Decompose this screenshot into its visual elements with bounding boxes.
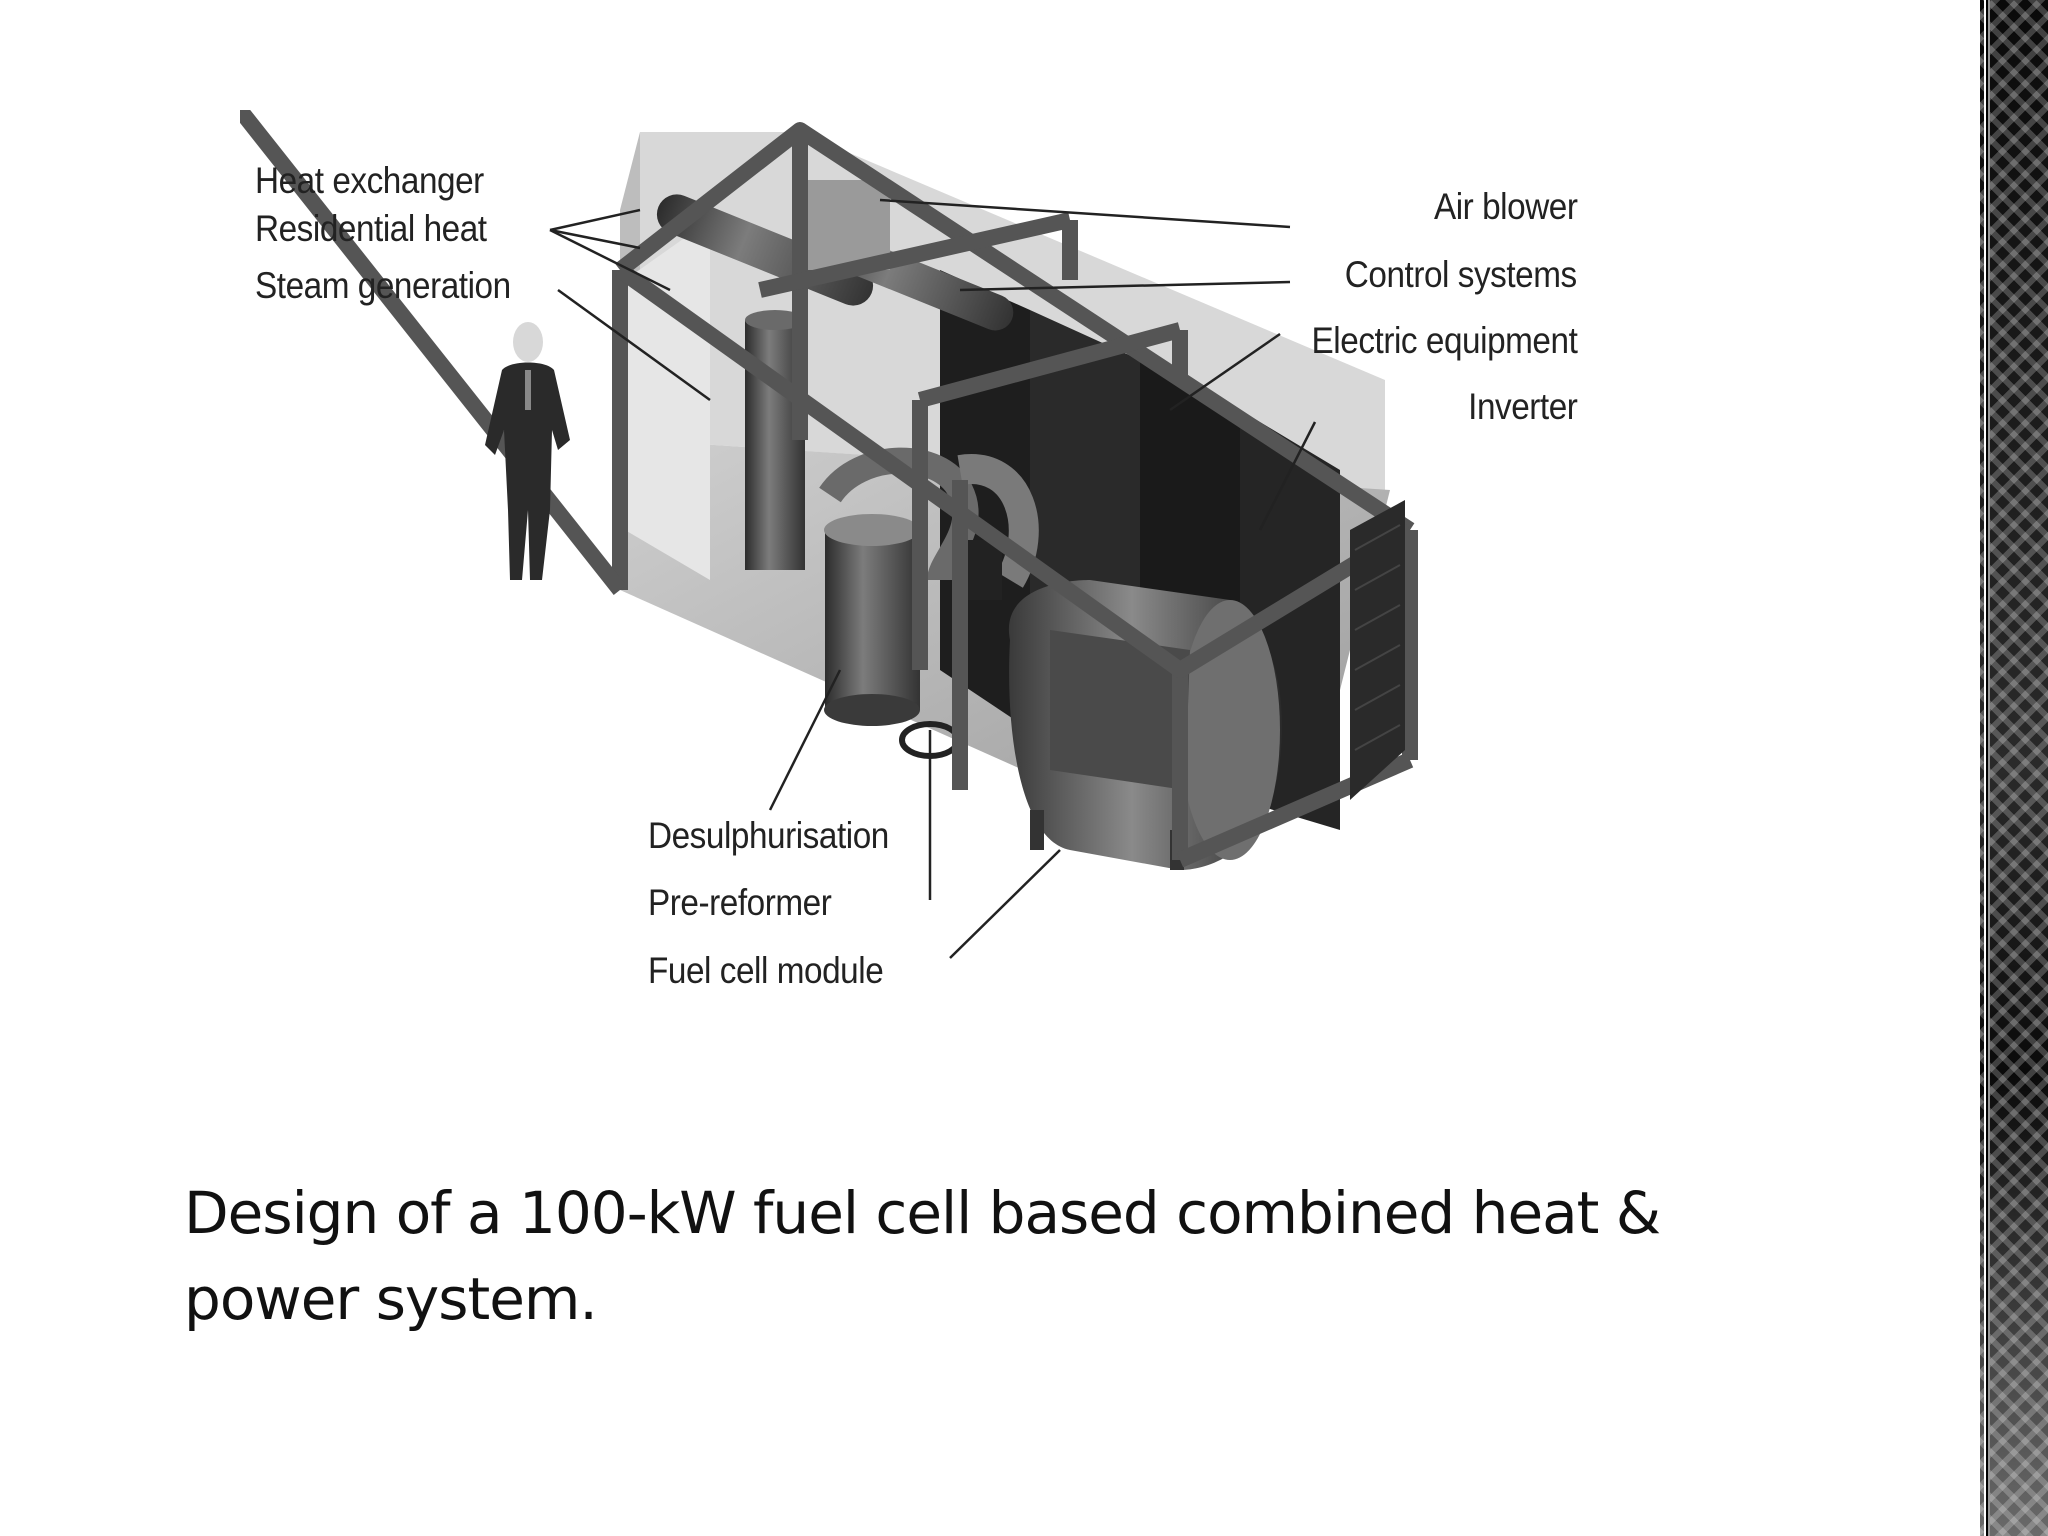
inverter-panel (1350, 500, 1405, 800)
label-air-blower: Air blower (1433, 186, 1577, 227)
label-fuel-cell-module: Fuel cell module (648, 950, 884, 991)
label-desulphurisation: Desulphurisation (648, 815, 889, 856)
tank-panel (1050, 630, 1190, 790)
label-pre-reformer: Pre-reformer (648, 882, 832, 923)
fuel-cell-diagram: Heat exchanger Residential heat Steam ge… (240, 110, 1640, 1010)
person-figure (485, 322, 570, 580)
label-residential-heat: Residential heat (255, 208, 487, 249)
label-electric-equipment: Electric equipment (1311, 320, 1577, 361)
label-control-systems: Control systems (1345, 254, 1577, 295)
air-blower-housing (800, 180, 890, 270)
container-illustration (240, 110, 1418, 959)
slide-caption: Design of a 100-kW fuel cell based combi… (184, 1179, 1661, 1333)
decorative-side-band (1980, 0, 2048, 1536)
desulphurisation-tank (825, 530, 920, 710)
tank-end-cap (1180, 600, 1280, 860)
label-heat-exchanger: Heat exchanger (255, 160, 484, 201)
container-frame (240, 110, 1418, 868)
label-inverter: Inverter (1467, 386, 1578, 427)
leader-lines (549, 198, 1317, 959)
label-steam-generation: Steam generation (255, 265, 511, 306)
side-band-edge (1984, 0, 1990, 1536)
